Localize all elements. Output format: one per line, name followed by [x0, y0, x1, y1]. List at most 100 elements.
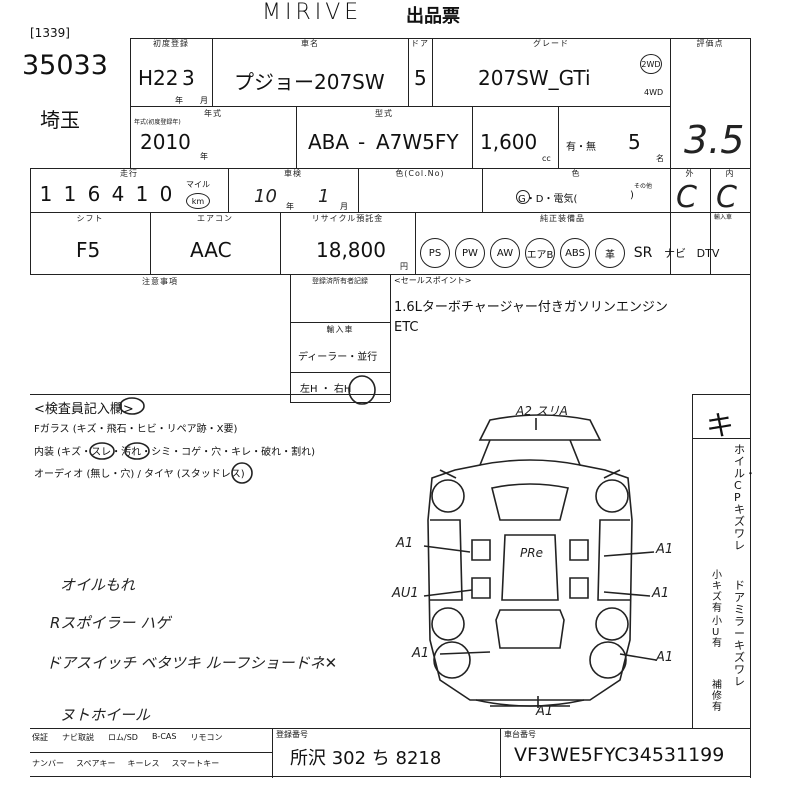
inspection-month-unit: 月: [340, 202, 348, 211]
option-keyless: キーレス: [127, 759, 160, 768]
mark-right-2: A1: [652, 586, 670, 601]
label-grade: グレード: [533, 39, 569, 48]
capacity-unit: 名: [656, 154, 664, 163]
cc-unit: cc: [542, 154, 551, 163]
label-recycle: リサイクル預託金: [311, 214, 384, 223]
grade-value: 207SW_GTi: [478, 66, 591, 90]
mileage-digits: 1 1 6 4 1 0: [36, 182, 176, 206]
first-reg-month: 3: [182, 66, 195, 90]
label-exterior: 外: [685, 169, 695, 178]
option-bcas: B-CAS: [151, 732, 177, 741]
mark-rear: A1: [536, 704, 554, 719]
drive-4wd: 4WD: [644, 88, 664, 97]
equipment-list: PS PW AW エアB ABS 革 SR ナビ DTV: [420, 238, 722, 268]
label-plate: 登録番号: [276, 730, 308, 739]
mileage-digit: 1: [39, 182, 53, 206]
inspection-year-unit: 年: [286, 202, 294, 211]
label-equipment: 純正装備品: [540, 214, 585, 223]
hand-note-wheel: ヌトホイール: [60, 706, 151, 724]
label-shift: シフト: [76, 214, 104, 223]
label-model-year: 年式: [204, 109, 222, 118]
option-row-2: ナンバー スペアキー キーレス スマートキー: [32, 758, 219, 769]
label-first-reg: 初度登録: [153, 39, 189, 48]
sunroof-options: 有・無: [566, 142, 596, 153]
keylock-value: キ: [706, 409, 735, 442]
lot-code: [1339]: [30, 26, 70, 40]
equipment-leather: 革: [595, 238, 625, 268]
first-reg-era: H22: [138, 66, 179, 90]
label-name: 車名: [301, 39, 319, 48]
inspection-year: 10: [254, 186, 277, 207]
chassis-number: VF3WE5FYC34531199: [514, 744, 725, 766]
label-color-no: 色(Col.No): [395, 169, 445, 178]
year-unit: 年: [175, 96, 183, 105]
label-record: 登録済所有者記録: [312, 277, 368, 285]
note-vertical-2: 小キズ有: [712, 570, 722, 614]
label-color: 色: [571, 169, 581, 178]
plate-number: 所沢 302 ち 8218: [290, 748, 442, 769]
label-import: 輸入車: [714, 214, 733, 221]
mileage-digit: 1: [135, 182, 149, 206]
shift-value: F5: [76, 238, 101, 262]
option-smart-key: スマートキー: [171, 759, 220, 768]
aircon-value: AAC: [190, 238, 232, 262]
label-inspection: 車検: [284, 169, 302, 178]
inspector-interior: 内装 (キズ・スレ・汚れ・シミ・コゲ・穴・キレ・破れ・割れ): [34, 447, 315, 458]
region: 埼玉: [40, 108, 80, 132]
brand-title: MIRIVE: [262, 0, 363, 25]
color-close: ): [630, 190, 634, 201]
inspector-audio: オーディオ (無し・穴) / タイヤ (スタッドレス): [34, 469, 245, 480]
equipment-sr: SR: [633, 245, 653, 261]
mileage-digit: 1: [63, 182, 77, 206]
equipment-airbag: エアB: [525, 238, 555, 268]
mileage-digit: 0: [159, 182, 173, 206]
model-year: 2010: [140, 130, 191, 154]
mark-left-1: A1: [396, 536, 414, 551]
record-dealer: ディーラー・並行: [298, 352, 378, 363]
label-score: 評価点: [696, 39, 724, 48]
color-other: その他: [634, 183, 653, 190]
mileage-unit-km-circled: km: [186, 193, 210, 209]
option-row-1: 保証 ナビ取説 ロム/SD B-CAS リモコン: [32, 732, 222, 743]
displacement: 1,600: [480, 130, 538, 154]
mark-left-2: AU1: [392, 586, 419, 601]
mileage-digit: 6: [87, 182, 101, 206]
drive-2wd-circled: 2WD: [640, 54, 662, 74]
record-steering: 左H ・ 右H: [300, 384, 352, 395]
option-remote: リモコン: [190, 733, 223, 742]
sales-point-line1: 1.6Lターボチャージャー付きガソリンエンジン: [394, 300, 668, 315]
option-navi-manual: ナビ取説: [62, 733, 94, 742]
glass-circle: [119, 397, 145, 415]
equipment-ps: PS: [420, 238, 450, 268]
steering-right-circle: [348, 375, 376, 405]
option-plate: ナンバー: [32, 759, 64, 768]
equipment-navi: ナビ: [664, 247, 686, 260]
equipment-dtv: DTV: [696, 246, 720, 260]
mileage-unit-mile: マイル: [186, 180, 210, 189]
month-unit: 月: [200, 96, 208, 105]
mark-right-3: A1: [656, 650, 674, 665]
note-vertical-5: 補修有: [712, 680, 722, 713]
label-type: 型式: [375, 109, 393, 118]
equipment-aw: AW: [490, 238, 520, 268]
label-mileage: 走行: [120, 169, 138, 178]
model-year-unit: 年: [200, 152, 208, 161]
hand-note-door: ドアスイッチ ベタツキ ルーフショードネ✕: [46, 654, 338, 672]
note-vertical-4: 小U有: [712, 616, 722, 649]
label-inspector: <検査員記入欄>: [34, 402, 134, 417]
mark-left-3: A1: [412, 646, 430, 661]
recycle-unit: 円: [400, 262, 408, 271]
type-code: A7W5FY: [376, 130, 459, 154]
label-notes: 注意事項: [142, 277, 178, 286]
label-model-year-note: 年式(初度登録年): [134, 119, 181, 126]
sales-point-line2: ETC: [394, 320, 419, 335]
color-options: G・D・電気(: [518, 194, 578, 205]
sheet-title: 出品票: [406, 6, 460, 27]
mark-front: A2 スリA: [516, 404, 568, 418]
interior-grade: C: [716, 180, 737, 215]
label-chassis: 車台番号: [504, 730, 536, 739]
score-handwritten: 3.5: [684, 118, 745, 162]
equipment-pw: PW: [455, 238, 485, 268]
note-vertical-3: ドアミラーキズワレ: [734, 579, 745, 688]
